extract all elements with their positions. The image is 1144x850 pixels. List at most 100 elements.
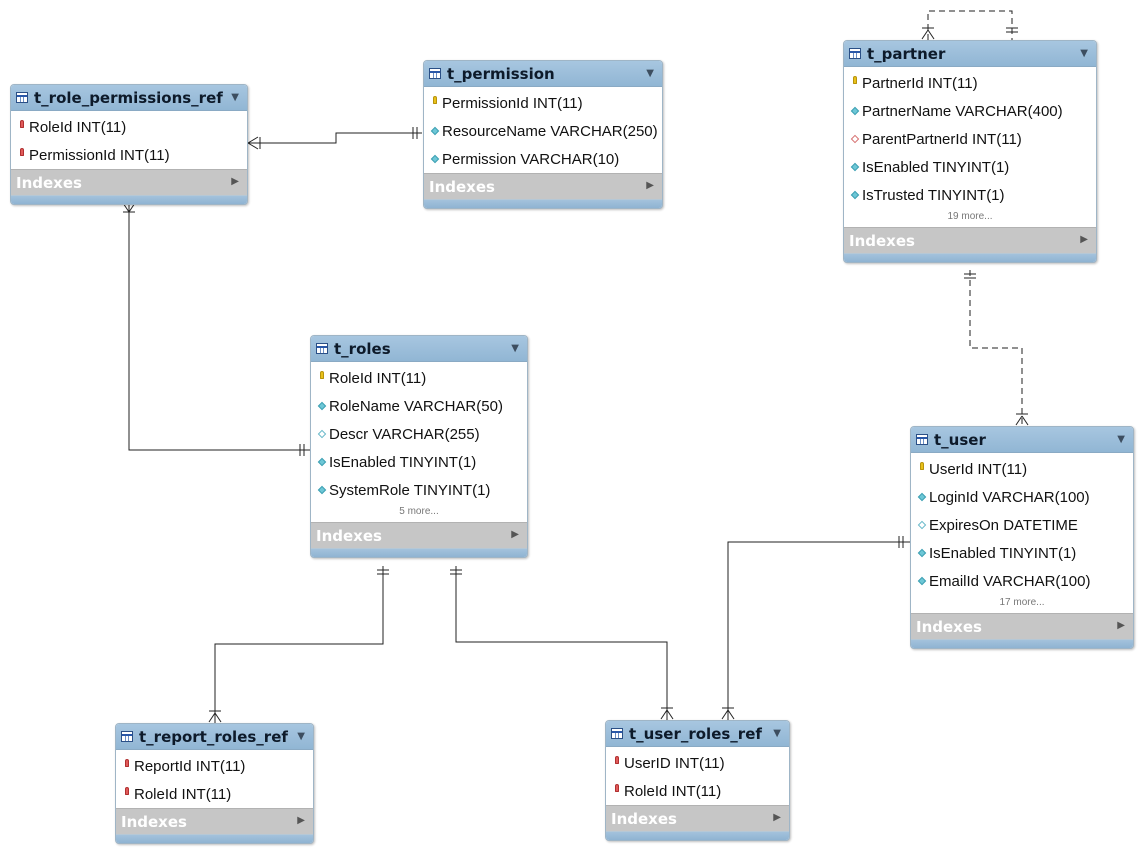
column-row[interactable]: ReportId INT(11)	[116, 752, 313, 780]
column-row[interactable]: ExpiresOn DATETIME	[911, 511, 1133, 539]
table-t-roles[interactable]: t_roles ▼ RoleId INT(11) RoleName VARCHA…	[310, 335, 528, 558]
table-icon	[121, 731, 133, 742]
expand-arrow-icon[interactable]: ▶	[1080, 234, 1088, 245]
relation-roles-to-report-roles	[214, 566, 384, 723]
column-row[interactable]: RoleId INT(11)	[606, 777, 789, 805]
column-row[interactable]: UserId INT(11)	[911, 455, 1133, 483]
relation-user-to-user-roles	[727, 541, 910, 720]
primary-key-icon	[917, 462, 927, 473]
table-header[interactable]: t_role_permissions_ref ▼	[11, 85, 247, 111]
expand-arrow-icon[interactable]: ▶	[646, 180, 654, 191]
column-label: PermissionId INT(11)	[442, 94, 583, 112]
more-columns-link[interactable]: 5 more...	[399, 506, 439, 517]
column-row[interactable]: SystemRole TINYINT(1)	[311, 476, 527, 504]
indexes-section[interactable]: Indexes ▶	[844, 227, 1096, 253]
table-t-permission[interactable]: t_permission ▼ PermissionId INT(11) Reso…	[423, 60, 663, 209]
table-footer	[311, 548, 527, 557]
collapse-arrow-icon[interactable]: ▼	[1117, 434, 1125, 445]
column-row[interactable]: PartnerName VARCHAR(400)	[844, 97, 1096, 125]
column-row[interactable]: PermissionId INT(11)	[424, 89, 662, 117]
table-icon	[429, 68, 441, 79]
relation-role-permissions-to-roles	[128, 202, 310, 451]
primary-key-icon	[850, 76, 860, 87]
column-row[interactable]: PermissionId INT(11)	[11, 141, 247, 169]
collapse-arrow-icon[interactable]: ▼	[511, 343, 519, 354]
column-row[interactable]: PartnerId INT(11)	[844, 69, 1096, 97]
table-header[interactable]: t_permission ▼	[424, 61, 662, 87]
not-null-column-icon	[917, 492, 927, 502]
indexes-section[interactable]: Indexes ▶	[606, 805, 789, 831]
column-row[interactable]: ParentPartnerId INT(11)	[844, 125, 1096, 153]
indexes-section[interactable]: Indexes ▶	[11, 169, 247, 195]
collapse-arrow-icon[interactable]: ▼	[773, 728, 781, 739]
collapse-arrow-icon[interactable]: ▼	[231, 92, 239, 103]
collapse-arrow-icon[interactable]: ▼	[297, 731, 305, 742]
indexes-label: Indexes	[121, 812, 187, 831]
column-label: ExpiresOn DATETIME	[929, 516, 1078, 534]
table-t-role-permissions-ref[interactable]: t_role_permissions_ref ▼ RoleId INT(11) …	[10, 84, 248, 205]
table-header[interactable]: t_report_roles_ref ▼	[116, 724, 313, 750]
column-row[interactable]: Descr VARCHAR(255)	[311, 420, 527, 448]
relation-partner-self	[927, 10, 1013, 40]
table-t-partner[interactable]: t_partner ▼ PartnerId INT(11) PartnerNam…	[843, 40, 1097, 263]
primary-key-icon	[317, 371, 327, 382]
indexes-section[interactable]: Indexes ▶	[311, 522, 527, 548]
column-label: UserId INT(11)	[929, 460, 1028, 478]
expand-arrow-icon[interactable]: ▶	[511, 529, 519, 540]
nullable-column-icon	[317, 429, 327, 439]
table-header[interactable]: t_user ▼	[911, 427, 1133, 453]
expand-arrow-icon[interactable]: ▶	[773, 812, 781, 823]
table-footer	[116, 834, 313, 843]
table-icon	[16, 92, 28, 103]
table-footer	[606, 831, 789, 840]
more-columns-link[interactable]: 19 more...	[947, 211, 993, 222]
column-label: ParentPartnerId INT(11)	[862, 130, 1022, 148]
indexes-section[interactable]: Indexes ▶	[911, 613, 1133, 639]
column-row[interactable]: RoleName VARCHAR(50)	[311, 392, 527, 420]
collapse-arrow-icon[interactable]: ▼	[646, 68, 654, 79]
column-row[interactable]: UserID INT(11)	[606, 749, 789, 777]
column-label: UserID INT(11)	[624, 754, 725, 772]
table-name: t_report_roles_ref	[139, 727, 288, 746]
not-null-column-icon	[430, 154, 440, 164]
foreign-key-icon	[122, 787, 132, 798]
expand-arrow-icon[interactable]: ▶	[1117, 620, 1125, 631]
foreign-key-icon	[17, 120, 27, 131]
column-row[interactable]: RoleId INT(11)	[11, 113, 247, 141]
foreign-key-icon	[612, 756, 622, 767]
table-t-user-roles-ref[interactable]: t_user_roles_ref ▼ UserID INT(11) RoleId…	[605, 720, 790, 841]
column-row[interactable]: IsEnabled TINYINT(1)	[311, 448, 527, 476]
table-footer	[424, 199, 662, 208]
expand-arrow-icon[interactable]: ▶	[297, 815, 305, 826]
collapse-arrow-icon[interactable]: ▼	[1080, 48, 1088, 59]
indexes-section[interactable]: Indexes ▶	[424, 173, 662, 199]
expand-arrow-icon[interactable]: ▶	[231, 176, 239, 187]
column-label: RoleId INT(11)	[624, 782, 722, 800]
column-row[interactable]: RoleId INT(11)	[311, 364, 527, 392]
column-row[interactable]: Permission VARCHAR(10)	[424, 145, 662, 173]
column-label: EmailId VARCHAR(100)	[929, 572, 1091, 590]
column-row[interactable]: IsTrusted TINYINT(1)	[844, 181, 1096, 209]
column-row[interactable]: IsEnabled TINYINT(1)	[844, 153, 1096, 181]
column-row[interactable]: EmailId VARCHAR(100)	[911, 567, 1133, 595]
indexes-section[interactable]: Indexes ▶	[116, 808, 313, 834]
column-label: IsEnabled TINYINT(1)	[929, 544, 1077, 562]
column-label: PermissionId INT(11)	[29, 146, 170, 164]
not-null-column-icon	[850, 162, 860, 172]
table-header[interactable]: t_partner ▼	[844, 41, 1096, 67]
column-label: RoleId INT(11)	[29, 118, 127, 136]
table-header[interactable]: t_user_roles_ref ▼	[606, 721, 789, 747]
table-t-user[interactable]: t_user ▼ UserId INT(11) LoginId VARCHAR(…	[910, 426, 1134, 649]
column-row[interactable]: IsEnabled TINYINT(1)	[911, 539, 1133, 567]
foreign-key-icon	[17, 148, 27, 159]
column-row[interactable]: RoleId INT(11)	[116, 780, 313, 808]
column-label: Permission VARCHAR(10)	[442, 150, 620, 168]
table-icon	[316, 343, 328, 354]
table-header[interactable]: t_roles ▼	[311, 336, 527, 362]
table-t-report-roles-ref[interactable]: t_report_roles_ref ▼ ReportId INT(11) Ro…	[115, 723, 314, 844]
table-name: t_user_roles_ref	[629, 724, 762, 743]
column-row[interactable]: ResourceName VARCHAR(250)	[424, 117, 662, 145]
column-label: SystemRole TINYINT(1)	[329, 481, 491, 499]
column-row[interactable]: LoginId VARCHAR(100)	[911, 483, 1133, 511]
more-columns-link[interactable]: 17 more...	[999, 597, 1045, 608]
